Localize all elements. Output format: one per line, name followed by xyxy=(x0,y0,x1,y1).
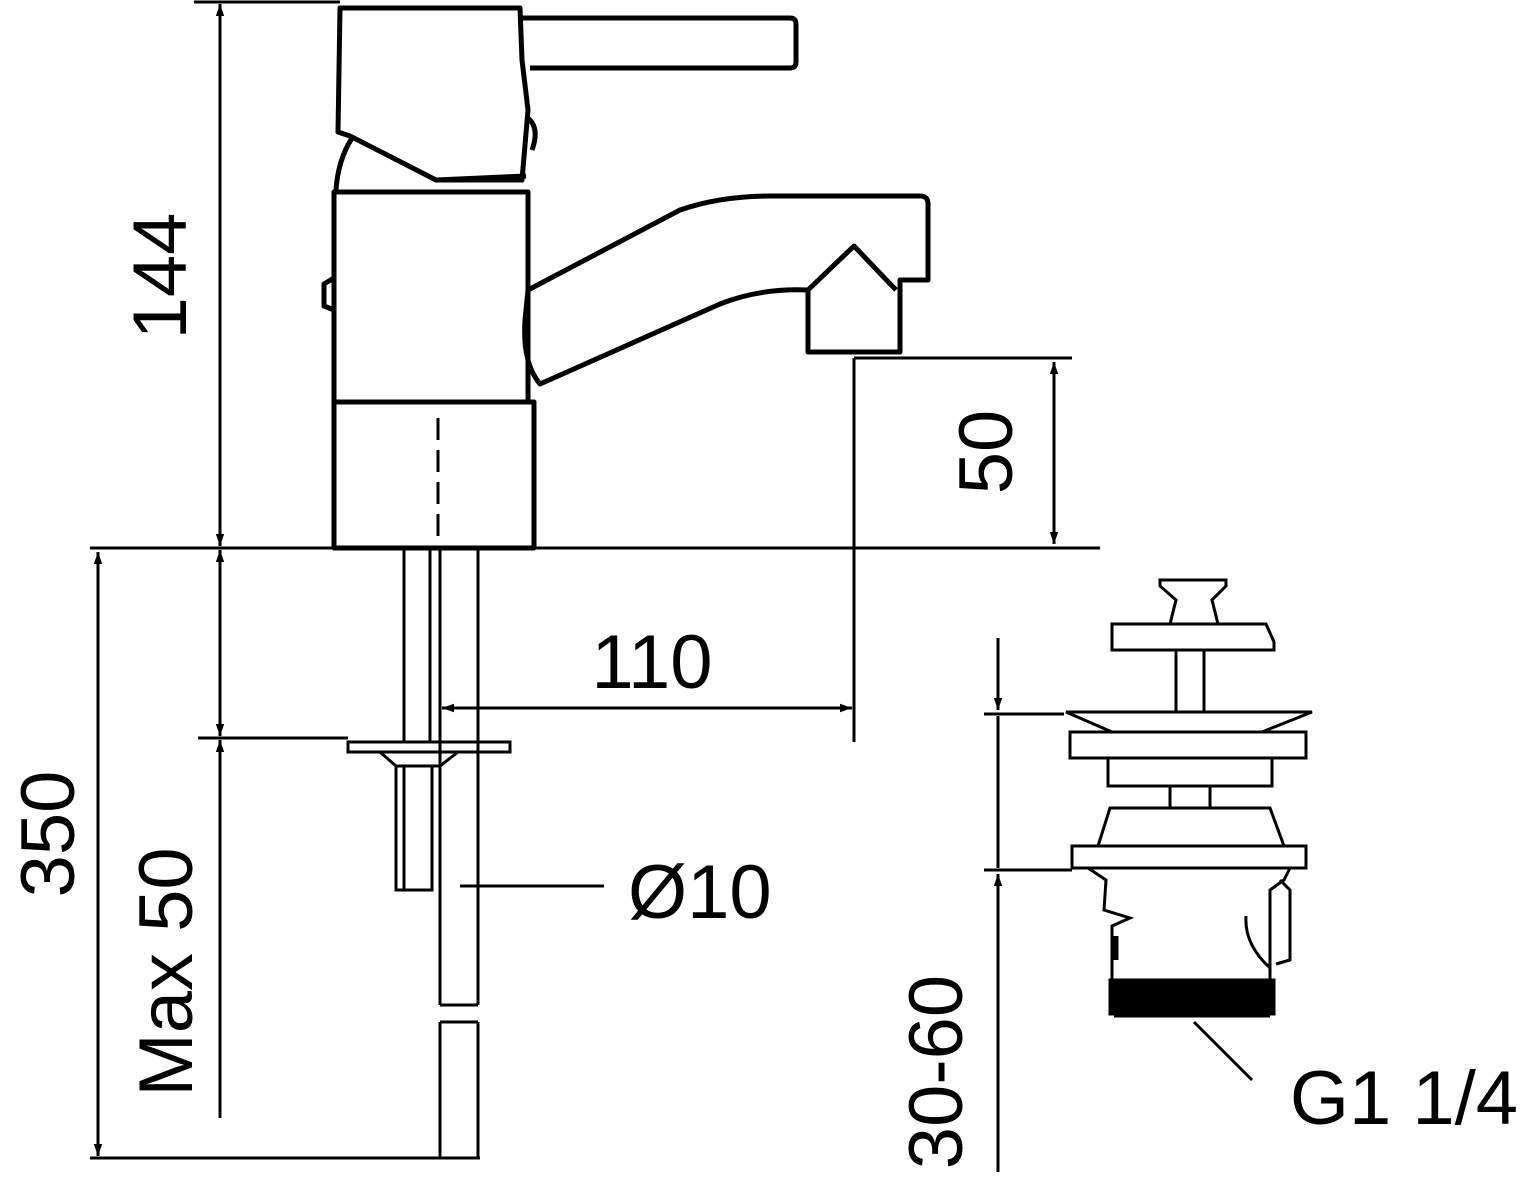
plug-knob xyxy=(1158,578,1228,626)
body-side-knob xyxy=(321,275,336,313)
plug-clip xyxy=(1244,878,1292,970)
handle-lever xyxy=(520,15,799,71)
dim-144: 144 xyxy=(118,213,203,340)
mixer-base xyxy=(331,399,537,551)
hose-upper xyxy=(438,548,480,1007)
plug-body xyxy=(1087,866,1292,982)
plug-ring xyxy=(1106,756,1274,788)
hose-lower xyxy=(438,1020,480,1158)
mounting-nut xyxy=(379,750,459,892)
spout xyxy=(522,193,931,387)
dim-max-50: Max 50 xyxy=(124,847,209,1096)
dim-diameter: Ø10 xyxy=(628,850,772,935)
dim-thread: G1 1/4 xyxy=(1290,1056,1518,1141)
faucet-drawing xyxy=(321,5,931,551)
plug-stem-lower xyxy=(1168,784,1212,810)
handle-knob xyxy=(526,116,538,151)
aerator xyxy=(806,243,898,292)
plug-stem xyxy=(1174,648,1206,714)
mounting-plate xyxy=(346,740,512,754)
dim-350: 350 xyxy=(6,771,91,898)
mixer-body xyxy=(331,189,531,405)
dim-30-60: 30-60 xyxy=(894,975,979,1169)
below-deck-parts xyxy=(346,546,512,1158)
waste-plug xyxy=(1065,578,1313,1018)
plug-cap xyxy=(1110,622,1276,652)
plug-housing-top xyxy=(1095,806,1287,848)
handle-body xyxy=(335,5,531,183)
threaded-rod xyxy=(402,546,432,744)
dim-50-spout: 50 xyxy=(944,410,1029,495)
dimension-labels: 144 50 110 350 Max 50 Ø10 30-60 G1 1/4 xyxy=(6,213,1518,1170)
plug-washer xyxy=(1068,730,1308,760)
plug-thread xyxy=(1108,978,1276,1016)
plug-nut xyxy=(1070,844,1308,870)
plug-flange xyxy=(1065,710,1313,734)
handle-skirt xyxy=(333,136,527,191)
dimension-lines xyxy=(90,0,1254,1172)
dim-110: 110 xyxy=(591,620,712,705)
